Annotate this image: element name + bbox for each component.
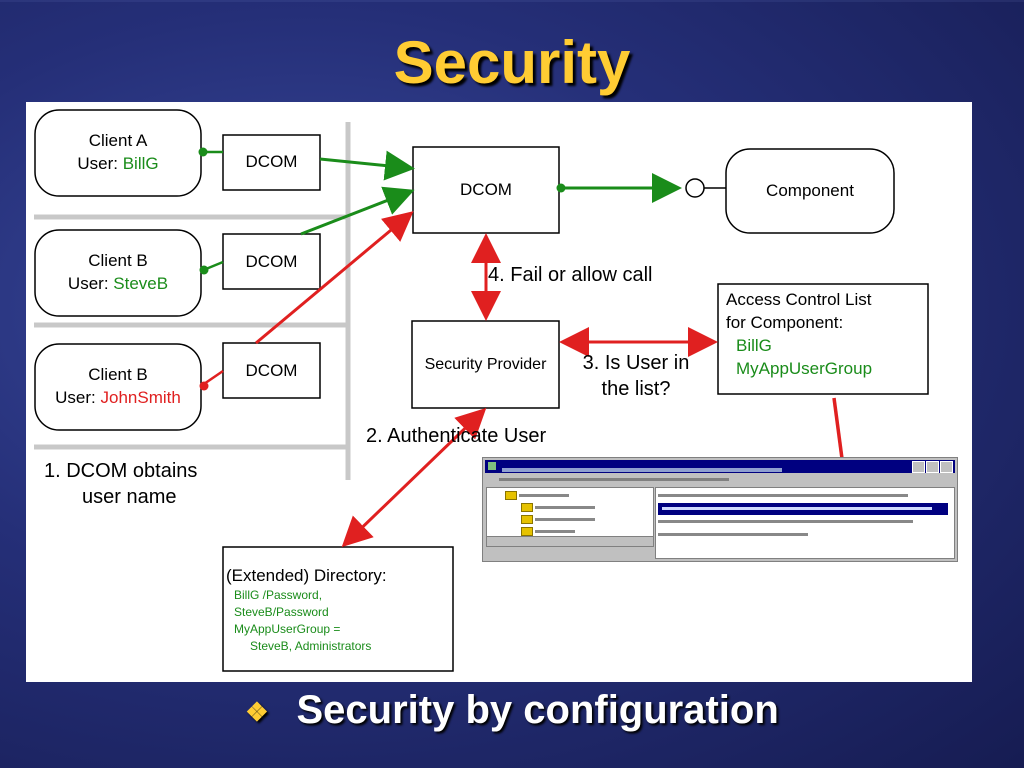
acl-entry: BillG (736, 336, 772, 355)
folder-icon (521, 515, 533, 524)
bg-line (0, 0, 1024, 2)
dcom-label-1: DCOM (245, 152, 298, 171)
component-label: Component (766, 181, 854, 200)
arrow-step2 (341, 407, 487, 548)
step4-label: 4. Fail or allow call (488, 264, 653, 286)
folder-icon (521, 527, 533, 536)
step3-line2: the list? (601, 378, 671, 400)
folder-icon (505, 491, 517, 500)
registry-values-pane (655, 487, 955, 559)
client-user: JohnSmith (100, 388, 181, 407)
client-user: BillG (122, 154, 159, 173)
registry-tree-pane (486, 487, 654, 547)
slide-title: Security (393, 29, 631, 96)
close-icon (940, 461, 953, 473)
directory-entry: SteveB/Password (234, 605, 329, 619)
client-a-label: Client A User: BillG (35, 129, 201, 175)
client-c-label: Client B User: JohnSmith (35, 363, 201, 409)
client-b-label: Client B User: SteveB (35, 249, 201, 295)
registry-editor-window (482, 457, 958, 562)
component-box (725, 148, 895, 234)
dcom-label-3: DCOM (245, 361, 298, 380)
selected-value-row (658, 503, 948, 515)
acl-text: Access Control List for Component: BillG… (726, 288, 926, 380)
diagram-panel: Client A User: BillG Client B User: Stev… (26, 102, 972, 682)
bullet-line: ❖ Security by configuration (0, 688, 1024, 733)
registry-menubar (485, 474, 955, 486)
registry-title-text (501, 467, 782, 472)
diagram-lines (34, 109, 929, 672)
maximize-icon (926, 461, 939, 473)
step3-line1: 3. Is User in (582, 352, 690, 374)
diamond-bullet-icon: ❖ (245, 696, 269, 727)
folder-icon (521, 503, 533, 512)
client-user: SteveB (113, 274, 169, 293)
arrow-client-c (255, 211, 414, 345)
acl-box (717, 283, 929, 395)
acl-entry: MyAppUserGroup (736, 359, 873, 378)
step3-label: 3. Is User in the list? (566, 350, 706, 402)
acl-title-line1: Access Control List (726, 290, 872, 309)
step1-line1: 1. DCOM obtains (44, 460, 198, 482)
user-prefix: User: (55, 388, 101, 407)
tree-scrollbar (487, 536, 653, 546)
interface-lollipop (685, 178, 705, 198)
dcom-label-2: DCOM (245, 252, 298, 271)
client-name: Client B (88, 251, 148, 270)
user-prefix: User: (67, 274, 114, 293)
dcom-box-2 (222, 233, 321, 290)
directory-entry: SteveB, Administrators (250, 639, 372, 653)
client-name: Client A (88, 131, 148, 150)
security-provider-label: Security Provider (424, 356, 547, 373)
directory-entry: MyAppUserGroup = (234, 622, 341, 636)
user-prefix: User: (77, 154, 123, 173)
acl-title-line2: for Component: (726, 313, 844, 332)
arrow-client-a (319, 150, 415, 181)
minimize-icon (912, 461, 925, 473)
step1-label: 1. DCOM obtains user name (44, 458, 197, 510)
directory-box (222, 546, 454, 672)
client-name: Client B (88, 365, 148, 384)
directory-text: (Extended) Directory: BillG /Password, S… (226, 564, 451, 655)
step2-label: 2. Authenticate User (366, 425, 547, 447)
bullet-text: Security by configuration (296, 688, 779, 732)
registry-titlebar (485, 460, 955, 473)
directory-entry: BillG /Password, (234, 588, 323, 602)
arrow-client-b (300, 186, 415, 236)
step1-line2: user name (82, 486, 177, 508)
server-dcom-label: DCOM (460, 180, 512, 199)
dcom-box-3 (222, 342, 321, 399)
regedit-icon (488, 462, 496, 470)
security-provider-box (411, 320, 560, 409)
dcom-box-1 (222, 134, 321, 191)
directory-title: (Extended) Directory: (226, 566, 387, 585)
